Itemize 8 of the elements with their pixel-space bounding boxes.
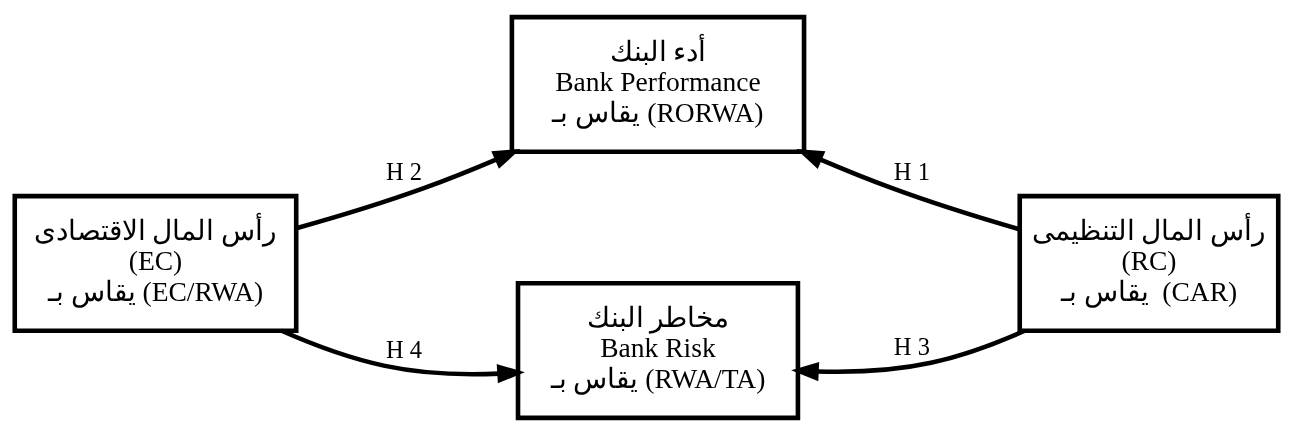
edge-label: H 1 xyxy=(893,157,930,185)
edge-label: H 3 xyxy=(893,332,930,360)
arrow xyxy=(280,328,525,383)
arrow xyxy=(796,148,1021,232)
edge-label: H 4 xyxy=(386,335,423,363)
arrow xyxy=(295,148,521,230)
arrow xyxy=(791,328,1026,381)
edge-label: H 2 xyxy=(386,157,423,185)
